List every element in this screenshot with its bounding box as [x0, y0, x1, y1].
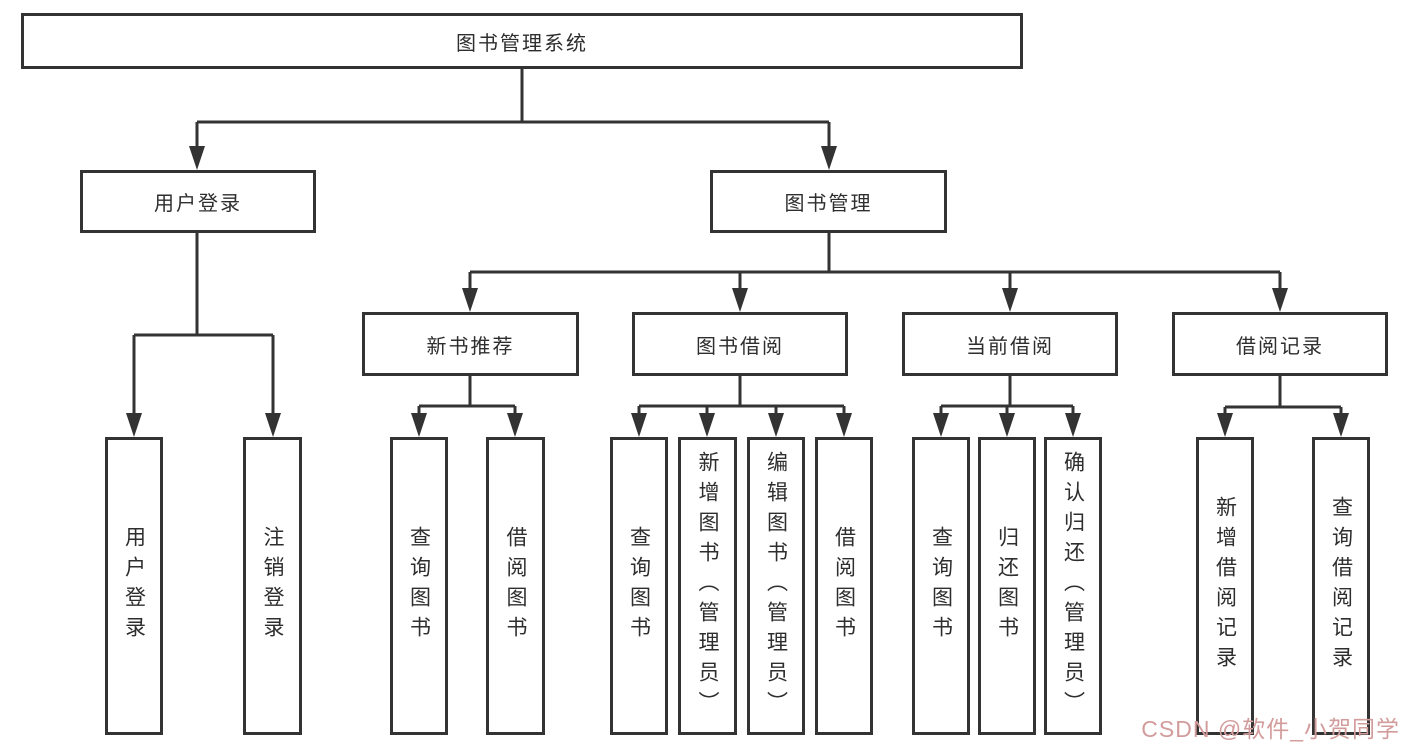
leaf-newbook-query-books: 查询图书 — [390, 437, 448, 735]
leaf-add-books-admin: 新增图书（管理员） — [678, 437, 737, 735]
leaf-return-books: 归还图书 — [978, 437, 1036, 735]
leaf-borrow-books-label: 借阅图书 — [832, 526, 856, 646]
leaf-borrow-query-books: 查询图书 — [610, 437, 668, 735]
leaf-borrow-query-books-label: 查询图书 — [627, 526, 651, 646]
node-user-login-label: 用户登录 — [154, 193, 242, 215]
leaf-confirm-return-admin-label: 确认归还（管理员） — [1061, 451, 1085, 721]
leaf-newbook-borrow-books: 借阅图书 — [486, 437, 545, 735]
node-borrow-records-label: 借阅记录 — [1236, 335, 1324, 358]
leaf-edit-books-admin: 编辑图书（管理员） — [747, 437, 805, 735]
node-book-borrow-label: 图书借阅 — [696, 335, 784, 358]
connectors-book-borrow — [631, 376, 852, 437]
leaf-user-login: 用户登录 — [105, 437, 163, 735]
connectors-book-mgmt — [462, 233, 1288, 312]
leaf-query-borrow-record-label: 查询借阅记录 — [1329, 496, 1353, 676]
leaf-add-borrow-record: 新增借阅记录 — [1196, 437, 1254, 735]
connectors-current-borrow — [933, 376, 1081, 437]
leaf-return-books-label: 归还图书 — [995, 526, 1019, 646]
leaf-add-borrow-record-label: 新增借阅记录 — [1213, 496, 1237, 676]
connectors-borrow-records — [1217, 376, 1349, 437]
connectors-user-login — [126, 233, 281, 437]
node-current-borrow-label: 当前借阅 — [966, 335, 1054, 358]
node-current-borrow: 当前借阅 — [902, 312, 1118, 376]
leaf-newbook-query-books-label: 查询图书 — [407, 526, 431, 646]
node-user-login: 用户登录 — [80, 170, 316, 233]
node-root-label: 图书管理系统 — [456, 32, 588, 55]
node-root: 图书管理系统 — [21, 13, 1023, 69]
node-book-borrow: 图书借阅 — [632, 312, 848, 376]
node-borrow-records: 借阅记录 — [1172, 312, 1388, 376]
node-book-mgmt-label: 图书管理 — [784, 193, 873, 215]
leaf-confirm-return-admin: 确认归还（管理员） — [1044, 437, 1102, 735]
leaf-newbook-borrow-books-label: 借阅图书 — [504, 526, 527, 646]
leaf-add-books-admin-label: 新增图书（管理员） — [696, 451, 719, 721]
leaf-borrow-books: 借阅图书 — [815, 437, 873, 735]
csdn-watermark: CSDN @软件_小贺同学 — [1141, 716, 1400, 742]
leaf-logout: 注销登录 — [243, 437, 302, 735]
connectors-root-to-level2 — [189, 69, 837, 170]
leaf-current-query-books-label: 查询图书 — [929, 526, 953, 646]
node-new-book-recommend-label: 新书推荐 — [426, 335, 515, 358]
node-book-mgmt: 图书管理 — [710, 170, 947, 233]
node-new-book-recommend: 新书推荐 — [362, 312, 579, 376]
leaf-user-login-label: 用户登录 — [122, 526, 146, 646]
leaf-logout-label: 注销登录 — [261, 526, 284, 646]
leaf-edit-books-admin-label: 编辑图书（管理员） — [764, 451, 788, 721]
connectors-new-book — [411, 376, 523, 437]
leaf-query-borrow-record: 查询借阅记录 — [1312, 437, 1370, 735]
leaf-current-query-books: 查询图书 — [912, 437, 970, 735]
